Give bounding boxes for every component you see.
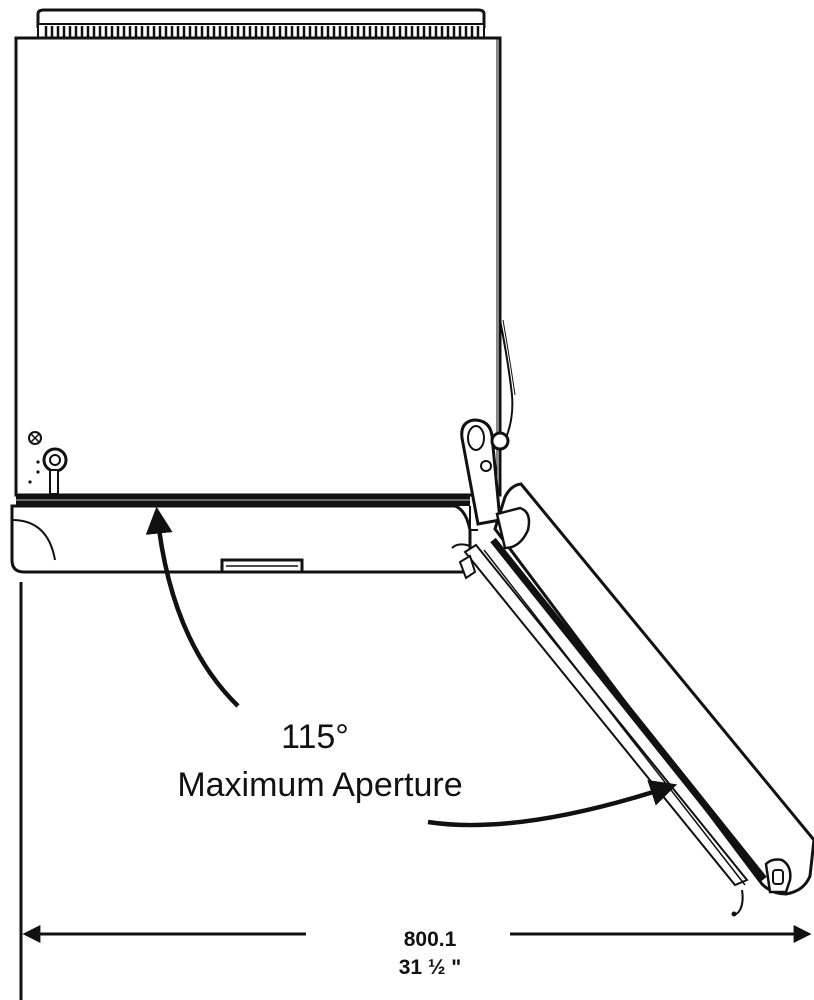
- open-door: [451, 482, 814, 917]
- width-imperial-label: 31 ½ ": [398, 956, 462, 979]
- cabinet-body: [14, 36, 516, 497]
- door-hinge: [460, 418, 510, 531]
- lock-icon: [28, 431, 68, 495]
- lower-aperture-arrow: [427, 779, 678, 828]
- top-vent-grille: [36, 8, 486, 39]
- aperture-caption: Maximum Aperture: [177, 766, 463, 804]
- base-plinth: [10, 504, 472, 574]
- opening-angle-label: 115°: [281, 718, 349, 756]
- width-metric-label: 800.1: [403, 928, 457, 951]
- upper-aperture-arrow: [145, 506, 240, 708]
- door-seal-bar: [16, 495, 470, 506]
